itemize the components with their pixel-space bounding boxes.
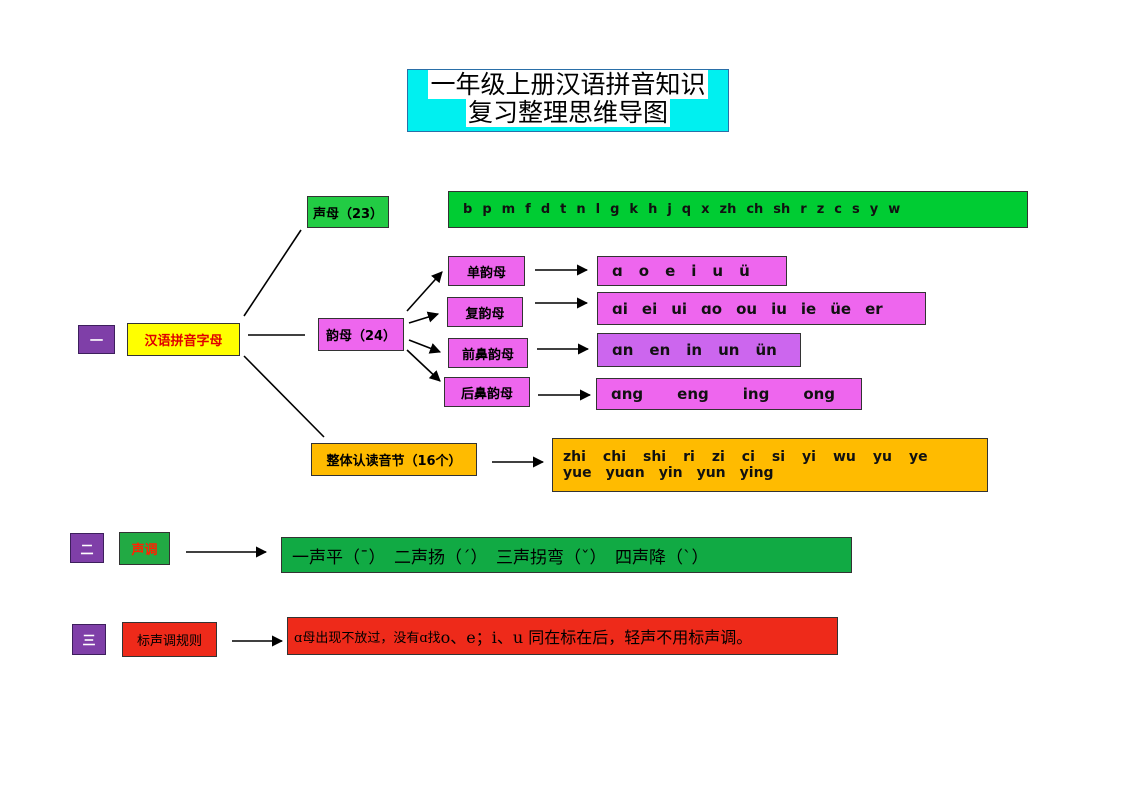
pinyin-item: yue [563,465,592,481]
pinyin-item: yun [696,465,726,481]
pinyin-item: iu [771,299,787,318]
pinyin-item: g [610,202,620,217]
section-number-1: 一 [78,325,115,354]
pinyin-item: i [691,262,697,280]
pinyin-item: ci [741,449,755,465]
pinyin-item: ün [755,341,777,359]
shengdiao-content: 一声平（ˉ） 二声扬（ˊ） 三声拐弯（ˇ） 四声降（ˋ） [281,537,852,573]
pinyin-item: p [482,202,492,217]
pinyin-item: shi [643,449,667,465]
arrow-qian-branch [408,339,442,354]
pinyin-item: ing [742,385,770,403]
node-biao-shengdiao: 标声调规则 [122,622,217,657]
node-qian-bi-yunmu: 前鼻韵母 [448,338,528,368]
pinyin-item: j [667,202,672,217]
pinyin-item: ri [683,449,695,465]
title-line-2: 复习整理思维导图 [465,98,670,127]
node-dan-yunmu: 单韵母 [448,256,525,286]
pinyin-item: er [865,299,883,318]
pinyin-item: ɑng [611,385,644,403]
pinyin-item: l [595,202,601,217]
pinyin-item: üe [830,299,852,318]
pinyin-item: yi [802,449,816,465]
pinyin-item: e [665,262,676,280]
pinyin-item: d [540,202,551,217]
pinyin-item: ye [908,449,928,465]
pinyin-item: wu [832,449,856,465]
node-hou-bi-yunmu: 后鼻韵母 [444,377,530,407]
pinyin-item: zi [711,449,725,465]
pinyin-item: in [686,341,703,359]
page-title: 一年级上册汉语拼音知识 复习整理思维导图 [407,69,729,132]
pinyin-item: b [463,202,473,217]
pinyin-item: q [681,202,692,217]
pinyin-item: zh [719,202,737,217]
title-line-1: 一年级上册汉语拼音知识 [428,70,708,99]
pinyin-item: ei [641,299,658,318]
pinyin-item: s [852,202,860,217]
pinyin-item: yu [872,449,892,465]
pinyin-item: ɑi [612,299,628,318]
branch-line-shengmu [243,229,302,317]
pinyin-item: f [525,202,531,217]
pinyin-item: n [576,202,586,217]
pinyin-item: y [869,202,879,217]
section-number-3: 三 [72,624,106,655]
pinyin-item: ui [671,299,688,318]
pinyin-item: c [834,202,843,217]
pinyin-item: m [501,202,516,217]
pinyin-item: yin [658,465,683,481]
pinyin-item: ü [739,262,750,280]
pinyin-item: z [816,202,825,217]
pinyin-item: w [888,202,901,217]
node-shengmu: 声母（23） [307,196,389,228]
pinyin-item: o [638,262,650,280]
branch-line-zhengti [243,355,325,438]
pinyin-item: t [560,202,567,217]
pinyin-item: ɑn [612,341,634,359]
pinyin-item: chi [602,449,626,465]
node-yunmu: 韵母（24） [318,318,404,351]
pinyin-item: en [649,341,671,359]
pinyin-item: r [800,202,807,217]
pinyin-item: un [718,341,740,359]
node-shengdiao: 声调 [119,532,170,565]
arrow-fu-branch [408,311,440,324]
section-number-2: 二 [70,533,104,563]
pinyin-item: x [701,202,710,217]
pinyin-item: ch [746,202,764,217]
pinyin-item: ong [803,385,836,403]
pinyin-item: zhi [563,449,586,465]
node-zhengti-rendu: 整体认读音节（16个） [311,443,477,476]
pinyin-item: eng [677,385,709,403]
pinyin-item: ɑo [701,299,723,318]
pinyin-item: sh [773,202,791,217]
root-node-pinyin-letters: 汉语拼音字母 [127,323,240,356]
node-fu-yunmu: 复韵母 [447,297,523,327]
pinyin-item: k [629,202,639,217]
pinyin-item: h [648,202,658,217]
pinyin-item: si [771,449,786,465]
pinyin-item: u [712,262,724,280]
arrow-hou-branch [406,349,441,382]
pinyin-item: ɑ [612,262,623,280]
pinyin-item: ying [739,465,774,481]
pinyin-item: ie [800,299,817,318]
pinyin-item: yuɑn [605,465,645,481]
biao-shengdiao-content: ɑ母出现不放过，没有ɑ找 o、e；i、u 同在标在后，轻声不用标声调。 [287,617,838,655]
pinyin-item: ou [736,299,758,318]
arrow-dan-branch [406,271,443,312]
hou-bi-yunmu-list: ɑng eng ing ong [596,378,862,410]
